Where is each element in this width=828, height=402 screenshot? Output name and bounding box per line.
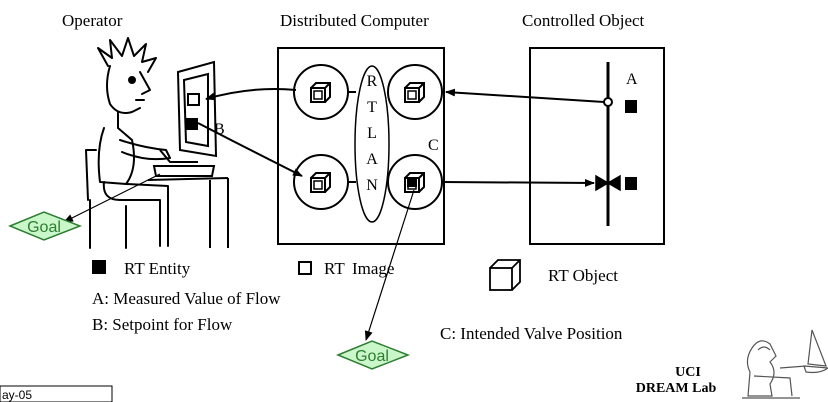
rtlan-letter-r: R	[367, 73, 378, 90]
node-bottom-left	[293, 154, 349, 210]
controlled-object-box	[529, 47, 665, 245]
sensor-rt-entity	[625, 100, 637, 113]
legend-object-label: RT Object	[548, 266, 618, 285]
legend-image-prefix: RT	[324, 259, 345, 278]
legend-object-icon	[489, 259, 521, 291]
lab-name-line1: UCI	[675, 365, 701, 380]
rtlan-bus	[354, 65, 390, 223]
label-b: B	[214, 121, 225, 138]
operator-figure	[85, 37, 171, 249]
footer-date: ay-05	[2, 388, 32, 402]
node-top-right	[387, 64, 443, 120]
bus-connections	[348, 91, 356, 183]
operator-rt-image	[187, 93, 200, 106]
rtlan-letter-a: A	[366, 151, 378, 168]
legend-image-word: Image	[352, 259, 394, 278]
heading-controlled-object: Controlled Object	[522, 11, 645, 30]
flow-sensor	[603, 97, 613, 107]
goal-bottom-label: Goal	[355, 348, 389, 365]
valve-icon	[595, 174, 621, 192]
rtlan-letter-t: T	[367, 99, 377, 116]
legend-entity-label: RT Entity	[124, 259, 191, 278]
note-b: B: Setpoint for Flow	[92, 315, 233, 334]
node-top-left	[293, 64, 349, 120]
label-c: C	[428, 137, 439, 154]
legend-entity-icon	[92, 260, 106, 274]
goal-left-label: Goal	[27, 219, 61, 236]
legend-image-icon	[298, 261, 312, 275]
node-bottom-right	[387, 154, 443, 210]
distributed-computer-box	[277, 47, 445, 245]
note-c: C: Intended Valve Position	[440, 324, 623, 343]
flow-arrows	[63, 88, 605, 341]
note-a: A: Measured Value of Flow	[92, 289, 281, 308]
operator-rt-entity	[186, 118, 198, 130]
rtlan-letter-n: N	[366, 177, 378, 194]
label-a: A	[626, 71, 638, 88]
valve-rt-entity	[625, 177, 637, 190]
heading-operator: Operator	[62, 11, 123, 30]
goal-bottom: Goal	[336, 340, 411, 370]
operator-workstation	[147, 60, 229, 248]
lab-name-line2: DREAM Lab	[636, 381, 717, 396]
rtlan-letter-l: L	[367, 125, 377, 142]
heading-distributed-computer: Distributed Computer	[280, 11, 429, 30]
thinker-logo	[742, 329, 828, 399]
goal-left: Goal	[8, 211, 83, 241]
footer-date-box	[0, 385, 113, 402]
